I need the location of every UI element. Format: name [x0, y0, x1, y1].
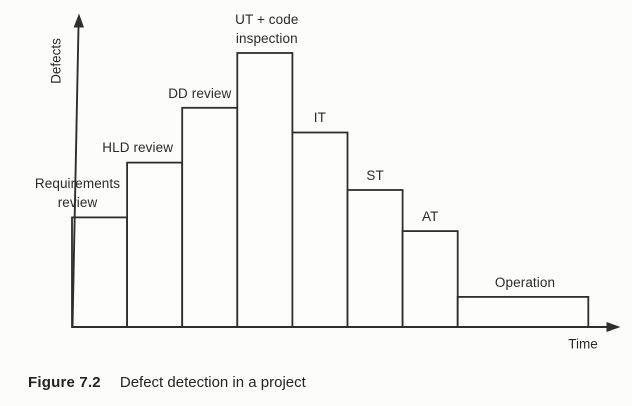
bar-label-st: ST — [366, 167, 384, 183]
bar-label-at: AT — [421, 208, 439, 224]
bar-it — [291, 131, 349, 328]
bar-requirements-review — [71, 216, 128, 328]
bar-label-operation: Operation — [494, 274, 556, 290]
bar-label-it: IT — [313, 110, 326, 126]
bar-hld-review — [126, 161, 184, 328]
x-axis-label: Time — [568, 336, 598, 352]
bars-group — [71, 52, 590, 328]
bar-label-ut-code-inspection: UT + code inspection — [235, 11, 299, 46]
bar-at — [401, 230, 459, 328]
y-axis-label: Defects — [48, 38, 64, 84]
figure-caption-number: Figure 7.2 — [28, 374, 101, 391]
figure-caption-text: Defect detection in a project — [119, 374, 306, 391]
bar-label-dd-review: DD review — [168, 85, 232, 101]
figure-caption: Figure 7.2 Defect detection in a project — [28, 374, 306, 391]
bar-st — [346, 189, 404, 328]
bar-ut-code-inspection — [236, 52, 294, 328]
bar-operation — [456, 295, 590, 328]
bar-label-requirements-review: Requirements review — [34, 176, 121, 211]
y-axis-line — [71, 25, 80, 328]
bar-dd-review — [181, 106, 239, 328]
x-axis-arrowhead — [606, 322, 621, 332]
axes — [71, 13, 621, 332]
y-axis-arrowhead — [73, 13, 84, 28]
bar-label-hld-review: HLD review — [102, 140, 174, 156]
